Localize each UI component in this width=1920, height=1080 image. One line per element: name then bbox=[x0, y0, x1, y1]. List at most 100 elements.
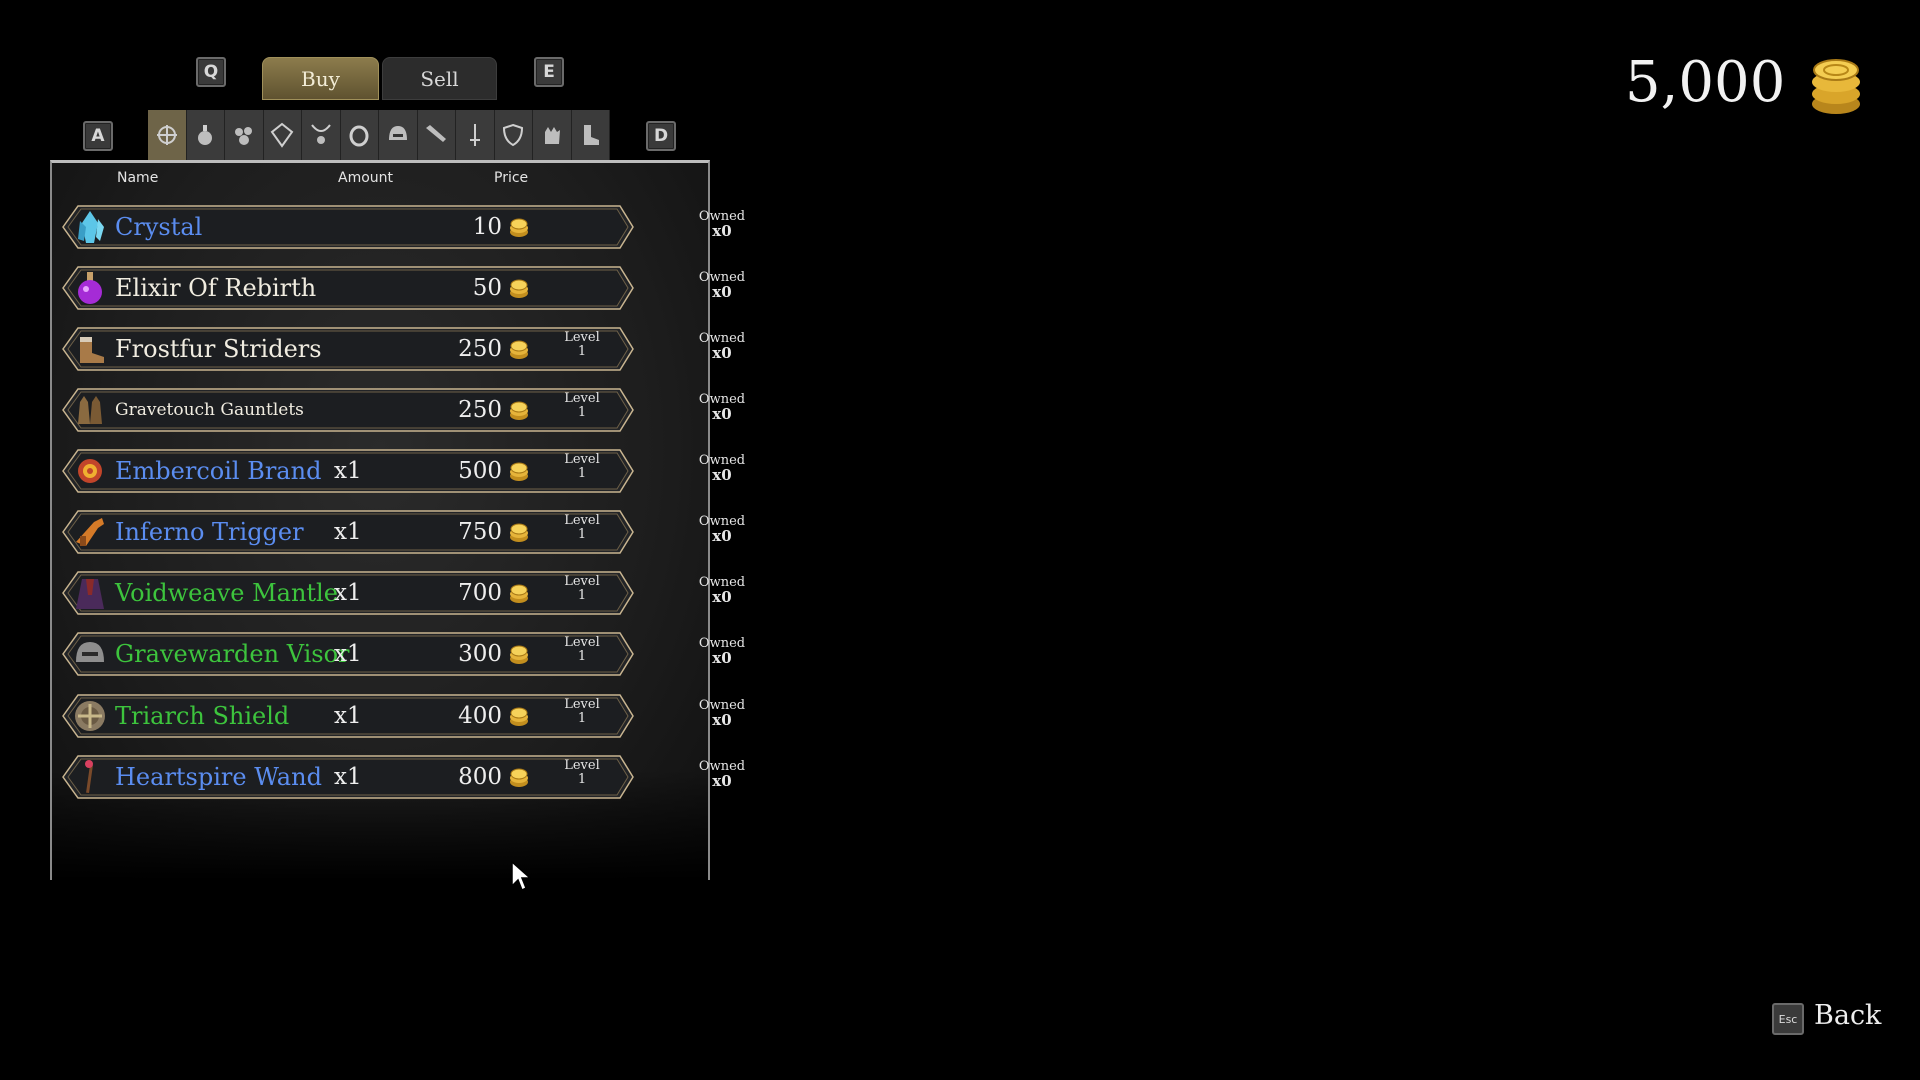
level-value: 1 bbox=[577, 527, 587, 542]
crystal-icon bbox=[78, 211, 104, 243]
category-swords[interactable] bbox=[456, 110, 495, 160]
item-name: Gravetouch Gauntlets bbox=[115, 400, 304, 420]
category-potions[interactable] bbox=[186, 110, 225, 160]
item-amount: x1 bbox=[334, 458, 362, 484]
coin-icon bbox=[508, 400, 530, 422]
item-price: 50 bbox=[472, 275, 502, 301]
d-key-icon[interactable]: D bbox=[646, 121, 676, 151]
item-amount: x1 bbox=[334, 764, 362, 790]
category-gloves[interactable] bbox=[533, 110, 572, 160]
esc-key-icon[interactable]: Esc bbox=[1772, 1003, 1804, 1035]
category-guns[interactable] bbox=[417, 110, 456, 160]
owned-label: Owned bbox=[698, 453, 746, 468]
item-price: 400 bbox=[458, 703, 502, 729]
level-label: Level bbox=[564, 574, 600, 589]
category-all[interactable] bbox=[148, 110, 187, 160]
gold-amount: 5,000 bbox=[1625, 50, 1786, 115]
boots-icon bbox=[584, 125, 600, 145]
gauntlets-icon bbox=[78, 396, 102, 424]
column-header-price: Price bbox=[494, 170, 529, 186]
ring-icon bbox=[349, 125, 369, 147]
item-amount: x1 bbox=[334, 580, 362, 606]
tab-buy[interactable]: Buy bbox=[262, 57, 379, 100]
category-helmets[interactable] bbox=[379, 110, 418, 160]
category-rings[interactable] bbox=[340, 110, 379, 160]
level-label: Level bbox=[564, 391, 600, 406]
level-label: Level bbox=[564, 697, 600, 712]
gun-icon bbox=[426, 125, 447, 142]
owned-count: x0 bbox=[712, 772, 732, 790]
mouse-cursor-icon bbox=[511, 860, 532, 892]
owned-label: Owned bbox=[698, 636, 746, 651]
mantle-icon bbox=[76, 579, 104, 609]
item-name: Embercoil Brand bbox=[115, 457, 322, 485]
category-gems[interactable] bbox=[263, 110, 302, 160]
amulet-icon bbox=[310, 124, 331, 144]
all-items-icon bbox=[156, 125, 177, 145]
item-price: 10 bbox=[472, 214, 502, 240]
owned-count: x0 bbox=[712, 466, 732, 484]
item-name: Crystal bbox=[115, 213, 203, 241]
item-amount: x1 bbox=[334, 703, 362, 729]
shield-icon bbox=[75, 701, 105, 731]
tab-sell[interactable]: Sell bbox=[382, 57, 497, 100]
owned-count: x0 bbox=[712, 344, 732, 362]
category-shields[interactable] bbox=[494, 110, 533, 160]
coin-icon bbox=[508, 278, 530, 300]
level-label: Level bbox=[564, 513, 600, 528]
item-price: 700 bbox=[458, 580, 502, 606]
item-name: Gravewarden Visor bbox=[115, 640, 350, 668]
owned-count: x0 bbox=[712, 649, 732, 667]
category-boots[interactable] bbox=[571, 110, 610, 160]
level-label: Level bbox=[564, 452, 600, 467]
a-key-icon[interactable]: A bbox=[83, 121, 113, 151]
coin-icon bbox=[508, 706, 530, 728]
category-amulets[interactable] bbox=[302, 110, 341, 160]
level-label: Level bbox=[564, 758, 600, 773]
gem-icon bbox=[270, 122, 294, 148]
owned-count: x0 bbox=[712, 405, 732, 423]
e-key-icon[interactable]: E bbox=[534, 57, 564, 87]
gun-icon bbox=[76, 518, 104, 546]
level-value: 1 bbox=[577, 588, 587, 603]
elixir-icon bbox=[78, 272, 102, 304]
coin-icon bbox=[508, 461, 530, 483]
coin-icon bbox=[508, 217, 530, 239]
gold-coins-icon bbox=[1812, 59, 1860, 114]
item-price: 300 bbox=[458, 641, 502, 667]
level-value: 1 bbox=[577, 466, 587, 481]
owned-count: x0 bbox=[712, 527, 732, 545]
owned-label: Owned bbox=[698, 514, 746, 529]
owned-count: x0 bbox=[712, 222, 732, 240]
item-name: Frostfur Striders bbox=[115, 335, 322, 363]
owned-count: x0 bbox=[712, 588, 732, 606]
item-price: 750 bbox=[458, 519, 502, 545]
level-value: 1 bbox=[577, 711, 587, 726]
q-key-icon[interactable]: Q bbox=[196, 57, 226, 87]
level-value: 1 bbox=[577, 649, 587, 664]
back-button[interactable]: Back bbox=[1814, 1000, 1882, 1031]
category-materials[interactable] bbox=[225, 110, 264, 160]
item-price: 500 bbox=[458, 458, 502, 484]
coin-icon bbox=[508, 767, 530, 789]
